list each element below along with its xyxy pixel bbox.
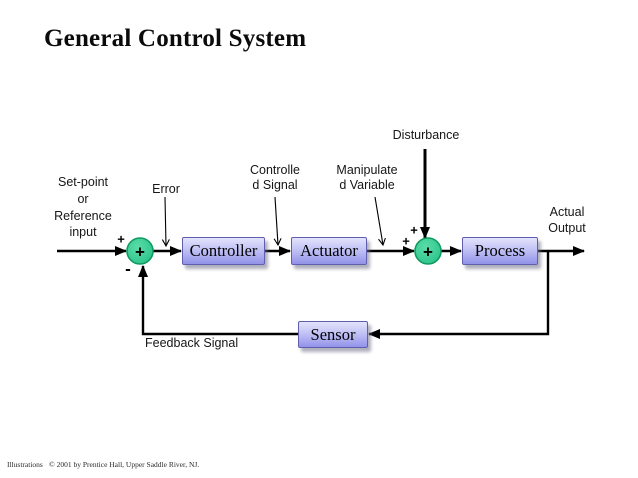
error-label: Error (152, 182, 180, 196)
sum2-input-plus-sign: + (402, 233, 410, 249)
sum1-input-plus-sign: + (117, 231, 125, 247)
controller-label: Controller (189, 241, 258, 260)
pointer-manipulated-variable-label (374, 196, 386, 247)
actuator-label: Actuator (300, 241, 358, 260)
wire-feedback-to-sensor (368, 251, 550, 339)
actual-output-label: Actual Output (548, 205, 586, 235)
pointer-error-label (161, 196, 170, 248)
disturbance-label: Disturbance (392, 128, 460, 142)
manipulated-variable-label: Manipulate d Variable (336, 163, 398, 192)
sensor-label: Sensor (310, 324, 356, 344)
sum2-plus-sign: + (423, 242, 433, 262)
feedback-signal-label: Feedback Signal (145, 336, 239, 350)
controller-block: Controller (182, 237, 265, 265)
controlled-signal-label: Controlle d Signal (249, 163, 301, 192)
sum1-feedback-minus-sign: - (125, 259, 131, 279)
sensor-block: Sensor (298, 321, 368, 348)
setpoint-label: Set-point or Reference input (54, 175, 112, 240)
footer-copyright: © 2001 by Prentice Hall, Upper Saddle Ri… (49, 460, 200, 469)
summing-junction-1 (126, 237, 154, 265)
process-label: Process (474, 241, 526, 260)
summing-junction-2 (414, 237, 442, 265)
actuator-block: Actuator (291, 237, 367, 265)
sum2-disturbance-plus-sign: + (410, 222, 418, 238)
footer-illustrations-label: Illustrations (7, 460, 43, 469)
slide-title: General Control System (44, 25, 307, 52)
process-block: Process (462, 237, 538, 265)
wire-sensor-to-sum1 (138, 265, 299, 336)
pointer-controlled-signal-label (273, 196, 282, 247)
sum1-plus-sign: + (135, 242, 145, 262)
